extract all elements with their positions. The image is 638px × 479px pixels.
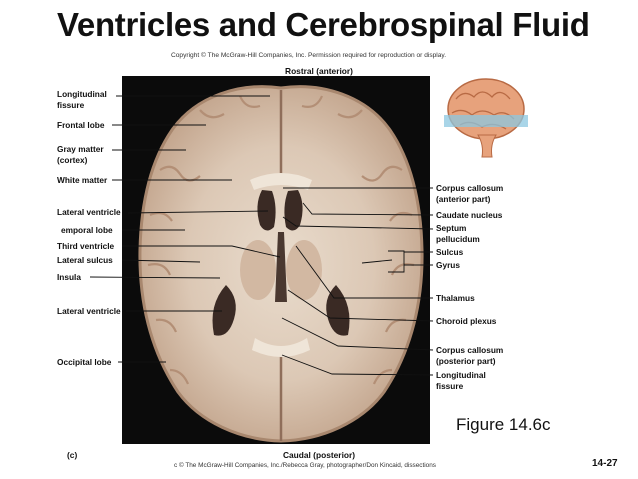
corpus-callosum-posterior — [252, 338, 310, 357]
orientation-rostral: Rostral (anterior) — [285, 66, 353, 76]
label-longitudinal-fissure-left: Longitudinal fissure — [57, 89, 107, 110]
label-occipital-lobe: Occipital lobe — [57, 357, 112, 367]
label-corpus-callosum-posterior-line2: (posterior part) — [436, 355, 496, 366]
label-gray-matter: Gray matter (cortex) — [57, 144, 104, 165]
label-frontal-lobe: Frontal lobe — [57, 120, 105, 130]
leader-thalamus — [295, 245, 433, 299]
photo-credit: c © The McGraw-Hill Companies, Inc./Rebe… — [174, 462, 436, 469]
leader-corpus-callosum-posterior — [281, 317, 434, 351]
leader-lateral-ventricle-1 — [127, 210, 269, 214]
cortex-folds — [147, 95, 415, 385]
label-corpus-callosum-anterior-line1: Corpus callosum — [436, 183, 504, 193]
label-choroid-plexus: Choroid plexus — [436, 316, 497, 326]
leader-choroid-plexus — [287, 289, 434, 322]
leader-septum-pellucidum — [282, 216, 434, 230]
label-corpus-callosum-posterior-line1: Corpus callosum — [436, 345, 504, 355]
slide-title: Ventricles and Cerebrospinal Fluid — [57, 6, 590, 43]
label-lateral-sulcus: Lateral sulcus — [57, 255, 113, 265]
leader-sulcus-inner — [361, 259, 393, 264]
label-sulcus: Sulcus — [436, 247, 464, 257]
label-corpus-callosum-anterior-line2: (anterior part) — [436, 193, 491, 204]
label-longitudinal-fissure-right: Longitudinal fissure — [436, 370, 486, 391]
label-thalamus: Thalamus — [436, 293, 475, 303]
label-corpus-callosum-anterior: Corpus callosum (anterior part) — [436, 183, 503, 204]
label-white-matter: White matter — [57, 175, 108, 185]
panel-letter: (c) — [67, 450, 78, 460]
label-lateral-ventricle-2: Lateral ventricle — [57, 306, 121, 316]
leader-third-ventricle — [122, 245, 281, 258]
label-septum-pellucidum: Septum pellucidum — [436, 223, 480, 244]
thalamus-left — [240, 240, 276, 300]
page-number: 14-27 — [592, 458, 618, 469]
orientation-caudal: Caudal (posterior) — [282, 450, 356, 460]
leader-insula — [89, 276, 221, 279]
label-septum-pellucidum-line2: pellucidum — [436, 233, 480, 244]
label-insula: Insula — [57, 272, 81, 282]
third-ventricle — [275, 232, 287, 302]
label-temporal-lobe: emporal lobe — [61, 225, 113, 235]
label-gray-matter-line2: (cortex) — [57, 154, 88, 165]
label-septum-pellucidum-line1: Septum — [436, 223, 467, 233]
brain-inset-illustration — [444, 78, 528, 158]
figure-label: Figure 14.6c — [456, 415, 551, 434]
label-caudate-nucleus: Caudate nucleus — [436, 210, 503, 220]
label-corpus-callosum-posterior: Corpus callosum (posterior part) — [436, 345, 503, 366]
copyright-notice: Copyright © The McGraw-Hill Companies, I… — [171, 52, 447, 59]
lateral-ventricle-left-posterior — [212, 285, 236, 336]
lateral-ventricle-left-anterior — [257, 190, 276, 231]
lateral-ventricle-right-anterior — [284, 190, 303, 231]
leader-caudate-nucleus — [302, 202, 434, 216]
leader-lateral-sulcus — [121, 259, 201, 263]
label-longitudinal-fissure-line2: fissure — [57, 99, 85, 110]
label-lateral-ventricle-1: Lateral ventricle — [57, 207, 121, 217]
label-third-ventricle: Third ventricle — [57, 241, 115, 251]
corpus-callosum-anterior — [250, 173, 312, 190]
label-gray-matter-line1: Gray matter — [57, 144, 104, 154]
thalamus-right — [286, 240, 322, 300]
leader-longitudinal-fissure-right — [281, 354, 434, 376]
label-gyrus: Gyrus — [436, 260, 460, 270]
leader-sulcus-gyrus-bracket — [388, 250, 405, 273]
label-longitudinal-fissure-line1: Longitudinal — [57, 89, 107, 99]
label-longitudinal-fissure-right-line2: fissure — [436, 380, 464, 391]
label-longitudinal-fissure-right-line1: Longitudinal — [436, 370, 486, 380]
